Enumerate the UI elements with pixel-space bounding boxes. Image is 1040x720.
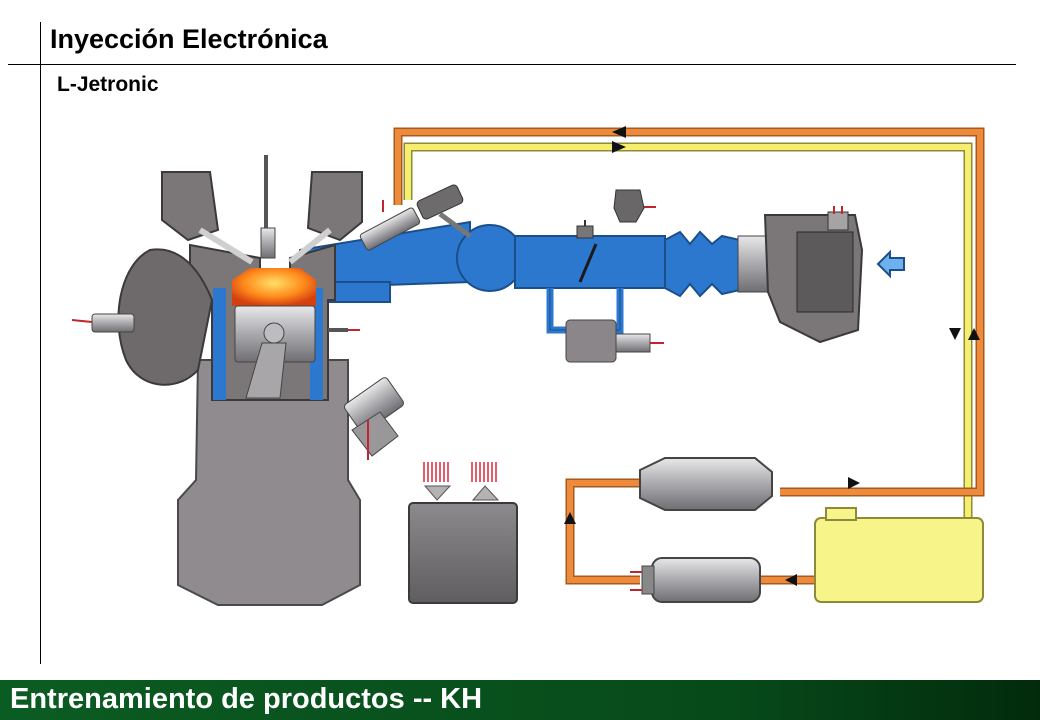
cold-start-valve [416,184,472,239]
ignition-distributor [344,377,404,460]
page-subtitle: L-Jetronic [57,73,159,96]
spark-plug [260,155,276,259]
fuel-pump [630,557,761,603]
ecu [408,462,518,604]
temperature-sensor [613,189,656,223]
horizontal-rule [8,64,1016,65]
fuel-injector [359,200,421,251]
exhaust-manifold [71,248,214,386]
fuel-supply-line [393,127,985,585]
flow-arrows [564,126,980,586]
fuel-return-line [403,142,973,518]
auxiliary-air-valve [546,288,664,363]
fuel-tank [814,507,984,603]
fuel-filter [639,457,773,511]
air-flow-sensor [737,206,864,344]
footer-bar: Entrenamiento de productos -- KH [0,680,1040,720]
throttle-body [576,220,598,283]
footer-text: Entrenamiento de productos -- KH [10,683,483,715]
piston [234,305,316,399]
air-inlet-arrow-icon [876,249,905,279]
vertical-rule [40,22,41,664]
engine-block [177,359,361,606]
page-title: Inyección Electrónica [50,24,328,54]
combustion-chamber [232,268,316,306]
l-jetronic-diagram [71,126,985,606]
